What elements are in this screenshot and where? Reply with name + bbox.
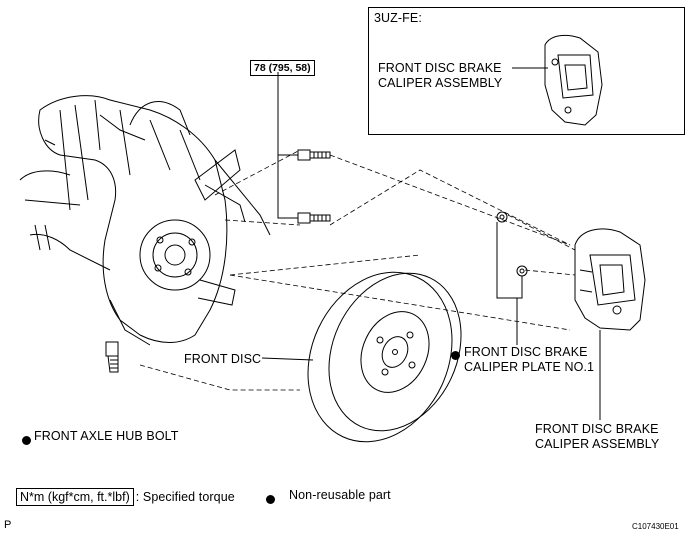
inset-engine-label: 3UZ-FE:: [374, 11, 422, 25]
legend-torque-desc: : Specified torque: [135, 489, 235, 504]
legend-dot: [266, 491, 275, 509]
caliper-plate-label-line1: FRONT DISC BRAKE: [464, 345, 588, 359]
front-disc-rotor: [307, 271, 462, 443]
hub-bolt-label: FRONT AXLE HUB BOLT: [34, 429, 179, 443]
nonreusable-dot-plate: [451, 347, 460, 365]
legend-torque: N*m (kgf*cm, ft.*lbf) : Specified torque: [16, 488, 235, 506]
torque-spec-box: 78 (795, 58): [250, 60, 315, 76]
inset-caliper-illustration: [544, 34, 603, 126]
steering-knuckle-illustration: [19, 95, 271, 346]
front-disc-label: FRONT DISC: [184, 352, 262, 366]
caliper-assembly-illustration: [574, 228, 646, 331]
caliper-plate-label-line2: CALIPER PLATE NO.1: [464, 360, 595, 374]
figure-code: C107430E01: [632, 522, 679, 531]
hub-bolt: [105, 341, 119, 373]
footer-page-marker: P: [4, 519, 12, 531]
legend-nonreusable: Non-reusable part: [289, 488, 391, 502]
caliper-bolt-upper: [297, 149, 331, 161]
inset-3uz-fe: [368, 7, 685, 135]
nonreusable-dot-hub-bolt: [22, 432, 31, 450]
legend-torque-unit: N*m (kgf*cm, ft.*lbf): [16, 488, 134, 506]
caliper-bolt-lower: [297, 212, 331, 224]
inset-caliper-label-line1: FRONT DISC BRAKE: [378, 61, 502, 75]
inset-caliper-label-line2: CALIPER ASSEMBLY: [378, 76, 503, 90]
caliper-assembly-label-line1: FRONT DISC BRAKE: [535, 422, 659, 436]
caliper-assembly-label-line2: CALIPER ASSEMBLY: [535, 437, 660, 451]
